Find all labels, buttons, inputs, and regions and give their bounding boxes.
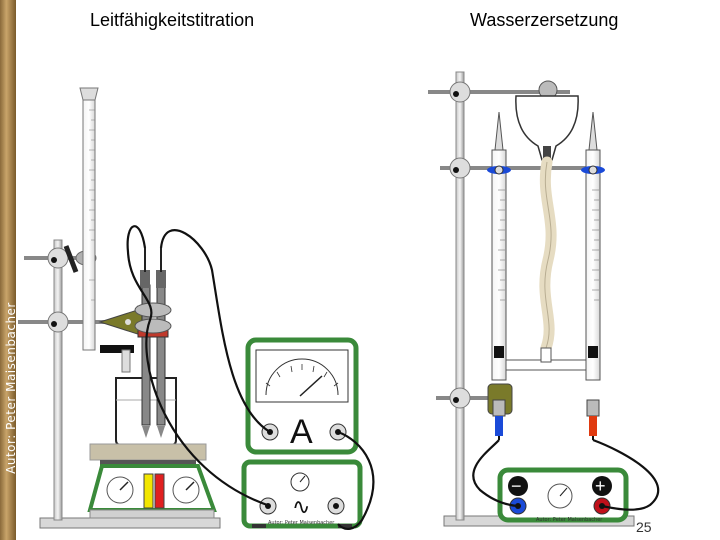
hose-outline [544, 161, 552, 349]
page-number: 25 [636, 519, 652, 535]
meter-maker-label: Autor: Peter Maisenbacher [268, 520, 335, 526]
ac-symbol: ∿ [292, 494, 310, 519]
leveling-funnel [515, 95, 579, 162]
supply-maker-label: Autor: Peter Maisenbacher [536, 517, 603, 523]
right-top-clamp [428, 80, 570, 103]
magnetic-stirrer [87, 443, 217, 519]
left-cables [126, 225, 375, 530]
plus-terminal-symbol: + [595, 476, 606, 496]
title-water-electrolysis: Wasserzersetzung [470, 10, 619, 30]
right-cables [472, 438, 660, 511]
right-middle-clamp [440, 157, 600, 179]
hofmann-right-tube [581, 111, 605, 440]
ammeter-unit-label: A [290, 413, 313, 451]
author-sidebar: Autor: Peter Maisenbacher [0, 0, 18, 540]
dc-power-supply: − + Autor: Peter Maisenbacher [497, 467, 629, 523]
ammeter: A [245, 337, 359, 455]
burette [79, 87, 134, 373]
hofmann-bridge [505, 347, 587, 371]
minus-terminal-symbol: − [511, 476, 522, 496]
left-stand-rod [53, 239, 63, 521]
title-conductivity-titration: Leitfähigkeitstitration [90, 10, 255, 30]
left-stand-base [39, 517, 221, 529]
hofmann-left-tube [487, 111, 511, 440]
ac-power-unit: ∿ Autor: Peter Maisenbacher [241, 459, 363, 529]
